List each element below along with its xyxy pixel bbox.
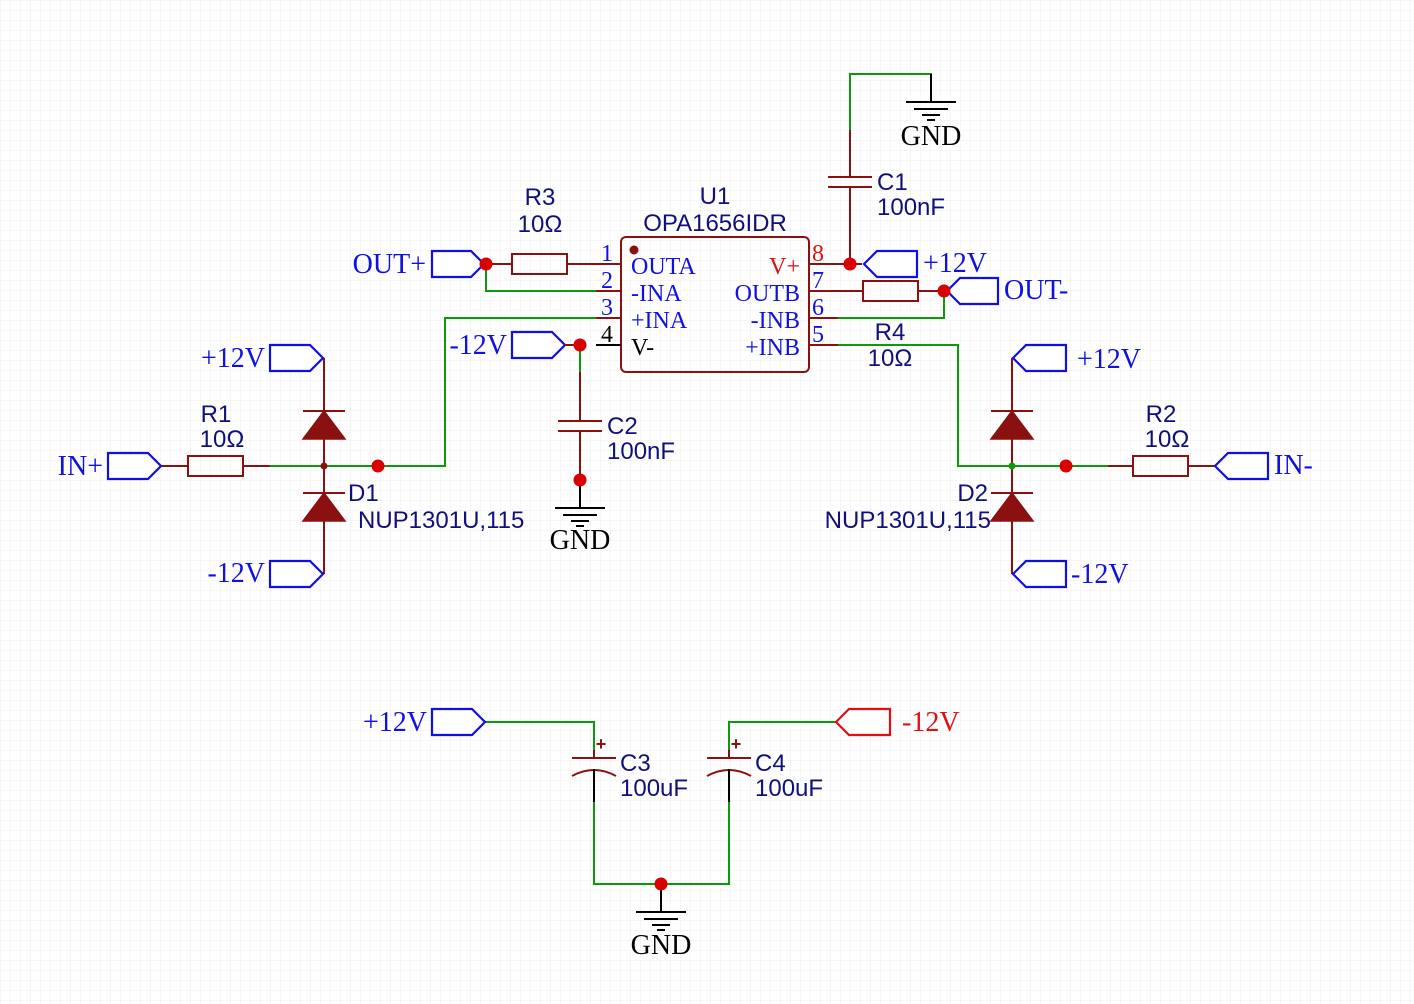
u1-pin7-name: OUTB <box>735 281 800 307</box>
u1-pin8-name: V+ <box>769 254 800 280</box>
ground-symbol-bulk[interactable]: GND <box>631 884 692 961</box>
c2-ref: C2 <box>607 413 638 440</box>
net-label-p12v-u1[interactable]: +12V <box>862 248 987 279</box>
u1-pin2-num: 2 <box>601 268 613 294</box>
u1-pin7-num: 7 <box>812 268 824 294</box>
u1-pin3-name: +INA <box>631 308 688 334</box>
u1-pin3-num: 3 <box>601 295 613 321</box>
net-label-out-plus[interactable]: OUT+ <box>353 249 486 280</box>
net-label-m12v-u1[interactable]: -12V <box>449 330 567 361</box>
c1-value: 100nF <box>877 194 945 221</box>
u1-pin2-name: -INA <box>631 281 682 307</box>
d2-ref: D2 <box>957 480 988 507</box>
u1-pin5-name: +INB <box>745 335 800 361</box>
c3-polarity: + <box>596 734 607 754</box>
out-plus-text: OUT+ <box>353 249 426 280</box>
c3-ref: C3 <box>620 750 651 777</box>
net-label-m12v-d1[interactable]: -12V <box>207 558 325 589</box>
d1-value: NUP1301U,115 <box>358 507 524 534</box>
net-label-m12v-d2[interactable]: -12V <box>1011 559 1129 590</box>
capacitor-c1[interactable]: C1 100nF <box>828 130 945 264</box>
r4-value: 10Ω <box>868 345 913 372</box>
c4-ref: C4 <box>755 750 786 777</box>
capacitor-c3[interactable]: + C3 100uF <box>571 734 688 802</box>
net-label-p12v-d1[interactable]: +12V <box>201 343 325 374</box>
ground-symbol-c2[interactable]: GND <box>550 507 611 556</box>
r2-ref: R2 <box>1146 401 1177 428</box>
out-minus-text: OUT- <box>1004 275 1068 306</box>
d1-center-dot <box>320 462 328 470</box>
u1-pin5-num: 5 <box>812 322 824 348</box>
u1-pin1-num: 1 <box>601 241 613 267</box>
r2-value: 10Ω <box>1145 426 1190 453</box>
net-label-p12v-d2[interactable]: +12V <box>1011 343 1141 375</box>
m12v-d1-text: -12V <box>207 558 265 589</box>
r1-ref: R1 <box>201 401 232 428</box>
p12v-d2-text: +12V <box>1077 344 1141 375</box>
p12v-bulk-text: +12V <box>363 707 427 738</box>
junction-dot <box>843 257 857 271</box>
diode-d1[interactable]: D1 NUP1301U,115 <box>301 358 524 574</box>
net-label-m12v-bulk[interactable]: -12V <box>834 707 960 738</box>
r3-ref: R3 <box>525 184 556 211</box>
resistor-r2[interactable]: R2 10Ω <box>1108 401 1215 477</box>
u1-ref: U1 <box>700 183 731 210</box>
capacitor-c2[interactable]: C2 100nF <box>558 372 675 508</box>
gnd-c1-label: GND <box>901 121 962 152</box>
net-label-in-minus[interactable]: IN- <box>1213 450 1313 481</box>
junction-dot <box>371 459 385 473</box>
m12v-d2-text: -12V <box>1071 559 1129 590</box>
ground-symbol-c1[interactable]: GND <box>901 74 962 152</box>
r1-value: 10Ω <box>200 426 245 453</box>
junctions <box>371 257 1073 891</box>
junction-dot <box>654 877 668 891</box>
capacitor-c4[interactable]: + C4 100uF <box>706 734 823 802</box>
junction-dot <box>937 284 951 298</box>
net-label-out-minus[interactable]: OUT- <box>945 275 1068 306</box>
u1-pin8-num: 8 <box>812 241 824 267</box>
c2-value: 100nF <box>607 438 675 465</box>
m12v-bulk-text: -12V <box>902 707 960 738</box>
gnd-c2-label: GND <box>550 525 611 556</box>
c4-polarity: + <box>731 734 742 754</box>
u1-pin1-name: OUTA <box>631 254 696 280</box>
c4-value: 100uF <box>755 775 823 802</box>
d1-ref: D1 <box>348 480 379 507</box>
r3-value: 10Ω <box>518 211 563 238</box>
junction-dot <box>1059 459 1073 473</box>
resistor-r3[interactable]: R3 10Ω <box>486 184 568 275</box>
u1-pin4-num: 4 <box>601 322 613 348</box>
diode-d2[interactable]: D2 NUP1301U,115 <box>825 358 1035 574</box>
resistor-r4[interactable]: R4 10Ω <box>838 280 944 372</box>
d2-center-dot <box>1008 462 1016 470</box>
u1-pin6-name: -INB <box>751 308 800 334</box>
u1-pin6-num: 6 <box>812 295 824 321</box>
d2-value: NUP1301U,115 <box>825 507 991 534</box>
gnd-bulk-label: GND <box>631 930 692 961</box>
in-minus-text: IN- <box>1274 450 1313 481</box>
in-plus-text: IN+ <box>58 451 103 482</box>
m12v-u1-text: -12V <box>449 330 507 361</box>
wires <box>270 73 1108 885</box>
u1-value: OPA1656IDR <box>643 210 787 237</box>
net-label-p12v-bulk[interactable]: +12V <box>363 707 487 738</box>
p12v-d1-text: +12V <box>201 343 265 374</box>
p12v-u1-text: +12V <box>923 248 987 279</box>
resistor-r1[interactable]: R1 10Ω <box>161 401 270 477</box>
c1-ref: C1 <box>877 169 908 196</box>
junction-dot <box>573 473 587 487</box>
junction-dot <box>573 338 587 352</box>
u1-pin4-name: V- <box>631 335 654 361</box>
r4-ref: R4 <box>875 319 906 346</box>
net-label-in-plus[interactable]: IN+ <box>58 451 163 482</box>
junction-dot <box>479 257 493 271</box>
pin1-marker <box>629 245 639 255</box>
c3-value: 100uF <box>620 775 688 802</box>
opamp-u1[interactable]: U1 OPA1656IDR 1 2 3 4 8 7 6 5 OUTA -INA … <box>566 183 862 373</box>
